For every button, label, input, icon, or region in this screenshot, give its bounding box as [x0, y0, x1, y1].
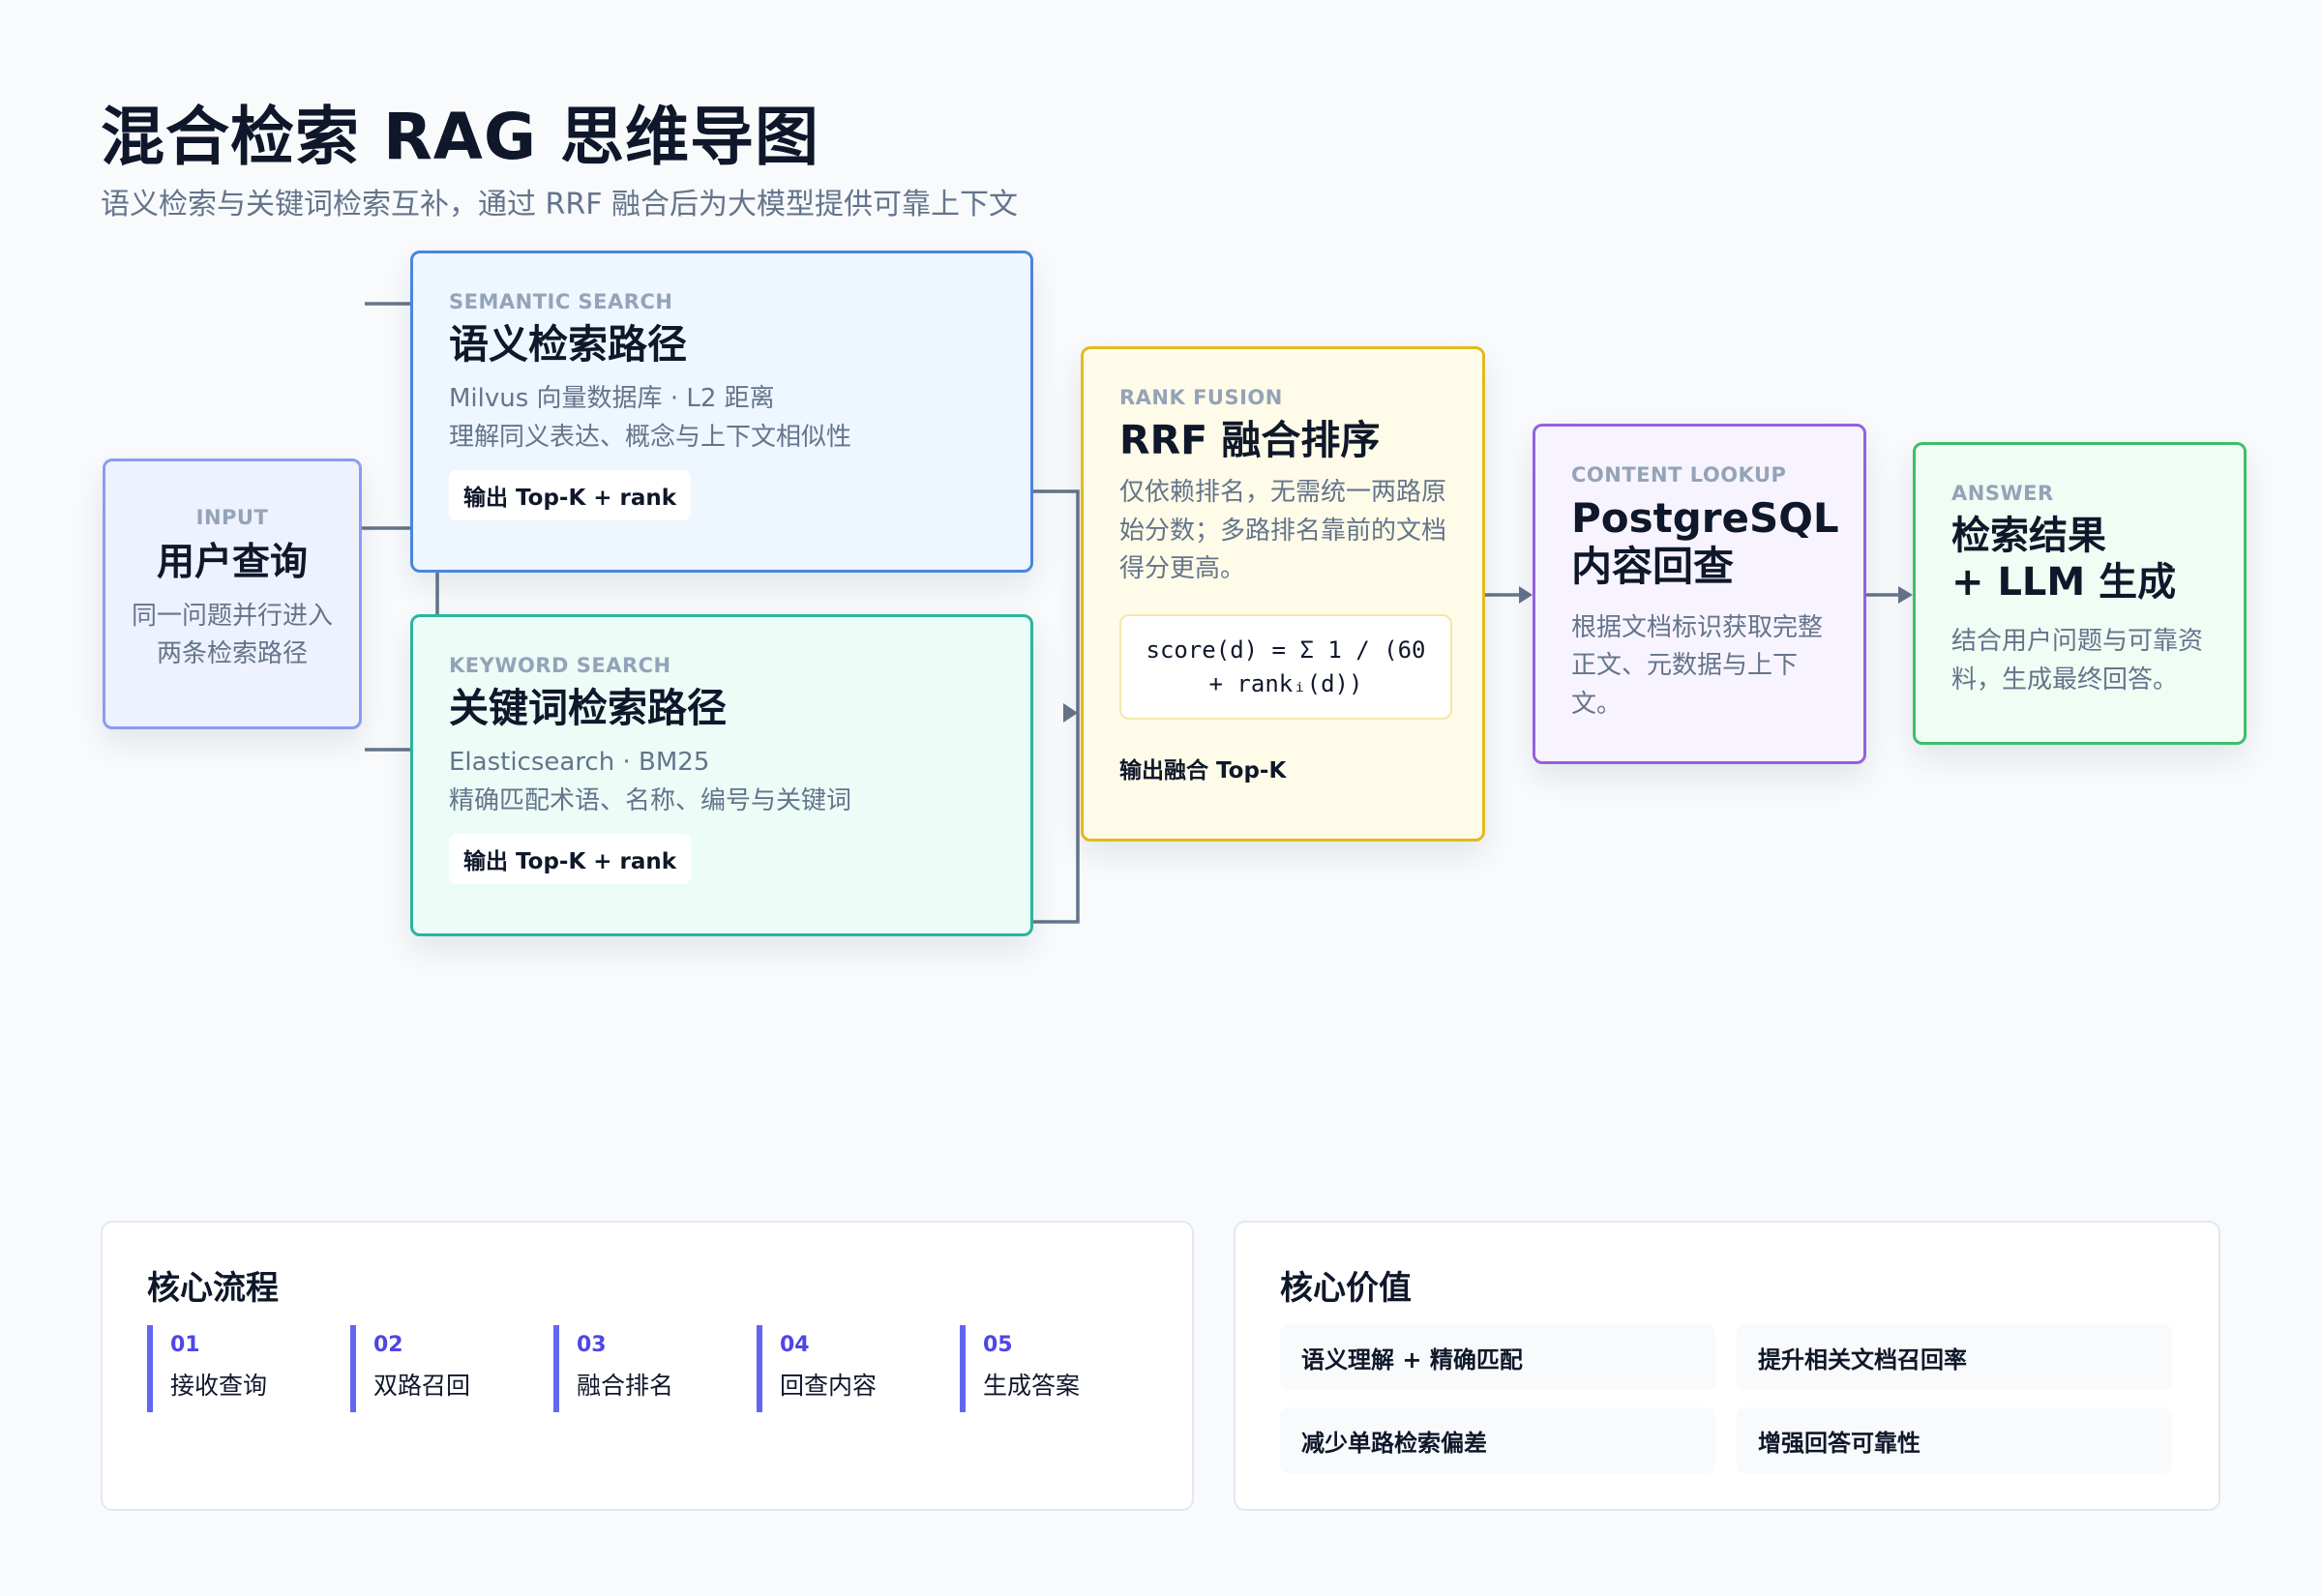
node-title: RRF 融合排序	[1119, 417, 1381, 463]
value-grid: 语义理解 + 精确匹配 提升相关文档召回率 减少单路检索偏差 增强回答可靠性	[1280, 1324, 2172, 1473]
panel-title: 核心流程	[147, 1269, 279, 1308]
value-card: 语义理解 + 精确匹配	[1280, 1324, 1715, 1390]
node-title: 用户查询	[156, 541, 308, 584]
step-number: 03	[577, 1333, 607, 1357]
output-chip: 输出 Top-K + rank	[449, 834, 692, 885]
page-title: 混合检索 RAG 思维导图	[101, 100, 820, 174]
desc-line: Milvus 向量数据库 · L2 距离	[449, 384, 775, 414]
node-desc: 同一问题并行进入两条检索路径	[131, 601, 333, 669]
core-value-panel: 核心价值 语义理解 + 精确匹配 提升相关文档召回率 减少单路检索偏差 增强回答…	[1234, 1221, 2220, 1511]
node-user-query: INPUT 用户查询 同一问题并行进入两条检索路径	[103, 458, 362, 729]
node-title: 检索结果 + LLM 生成	[1951, 513, 2244, 606]
rrf-formula: score(d) = Σ 1 / (60 + rankᵢ(d))	[1119, 613, 1452, 721]
node-title: PostgreSQL 内容回查	[1571, 494, 1863, 592]
step-number: 05	[983, 1333, 1013, 1357]
arrowhead-postgres	[1519, 586, 1533, 604]
node-tag: KEYWORD SEARCH	[449, 654, 671, 677]
node-tag: ANSWER	[1951, 482, 2054, 505]
desc-line: 精确匹配术语、名称、编号与关键词	[449, 785, 852, 815]
node-desc: Milvus 向量数据库 · L2 距离 理解同义表达、概念与上下文相似性	[449, 380, 1030, 457]
output-chip: 输出融合 Top-K	[1119, 758, 1287, 784]
step-label: 融合排名	[577, 1372, 674, 1400]
step-label: 回查内容	[780, 1372, 878, 1400]
step-list: 01 接收查询 02 双路召回 03 融合排名 04 回查内容 05 生成答案	[147, 1325, 1163, 1412]
flow-step: 04 回查内容	[757, 1325, 960, 1412]
title-line: 检索结果	[1951, 514, 2106, 558]
panel-title: 核心价值	[1280, 1269, 1412, 1308]
page-subtitle: 语义检索与关键词检索互补，通过 RRF 融合后为大模型提供可靠上下文	[101, 188, 1019, 222]
value-card: 减少单路检索偏差	[1280, 1407, 1715, 1473]
node-desc: Elasticsearch · BM25 精确匹配术语、名称、编号与关键词	[449, 744, 1030, 820]
node-llm-answer: ANSWER 检索结果 + LLM 生成 结合用户问题与可靠资料，生成最终回答。	[1913, 442, 2247, 745]
flow-step: 01 接收查询	[147, 1325, 350, 1412]
title-line: PostgreSQL	[1571, 494, 1839, 542]
node-title: 关键词检索路径	[449, 685, 727, 731]
node-semantic-search: SEMANTIC SEARCH 语义检索路径 Milvus 向量数据库 · L2…	[410, 251, 1033, 573]
step-number: 01	[170, 1333, 200, 1357]
node-title: 语义检索路径	[449, 321, 687, 368]
node-tag: CONTENT LOOKUP	[1571, 463, 1787, 487]
flow-step: 05 生成答案	[960, 1325, 1163, 1412]
step-label: 双路召回	[373, 1372, 471, 1400]
node-tag: RANK FUSION	[1119, 386, 1283, 409]
flow-step: 03 融合排名	[553, 1325, 757, 1412]
arrowhead-rrf-in	[1063, 703, 1078, 723]
node-postgresql-lookup: CONTENT LOOKUP PostgreSQL 内容回查 根据文档标识获取完…	[1533, 424, 1866, 764]
title-line: + LLM 生成	[1951, 560, 2177, 605]
flow-step: 02 双路召回	[350, 1325, 553, 1412]
step-number: 02	[373, 1333, 403, 1357]
value-card: 提升相关文档召回率	[1737, 1324, 2172, 1390]
node-desc: 结合用户问题与可靠资料，生成最终回答。	[1951, 627, 2204, 695]
step-label: 生成答案	[983, 1372, 1081, 1400]
arrowhead-answer	[1898, 586, 1913, 604]
desc-line: Elasticsearch · BM25	[449, 748, 710, 778]
node-desc: 仅依赖排名，无需统一两路原始分数；多路排名靠前的文档得分更高。	[1119, 478, 1447, 584]
output-chip: 输出 Top-K + rank	[449, 470, 692, 521]
core-flow-panel: 核心流程 01 接收查询 02 双路召回 03 融合排名 04 回查内容 05 …	[101, 1221, 1194, 1511]
connector-semantic-to-rrf	[1033, 489, 1080, 924]
step-label: 接收查询	[170, 1372, 268, 1400]
node-tag: SEMANTIC SEARCH	[449, 290, 673, 313]
title-line: 内容回查	[1571, 543, 1735, 591]
value-card: 增强回答可靠性	[1737, 1407, 2172, 1473]
node-desc: 根据文档标识获取完整正文、元数据与上下文。	[1571, 612, 1824, 719]
node-keyword-search: KEYWORD SEARCH 关键词检索路径 Elasticsearch · B…	[410, 614, 1033, 936]
node-rrf-fusion: RANK FUSION RRF 融合排序 仅依赖排名，无需统一两路原始分数；多路…	[1081, 346, 1485, 842]
node-tag: INPUT	[195, 506, 269, 529]
step-number: 04	[780, 1333, 810, 1357]
desc-line: 理解同义表达、概念与上下文相似性	[449, 422, 852, 452]
